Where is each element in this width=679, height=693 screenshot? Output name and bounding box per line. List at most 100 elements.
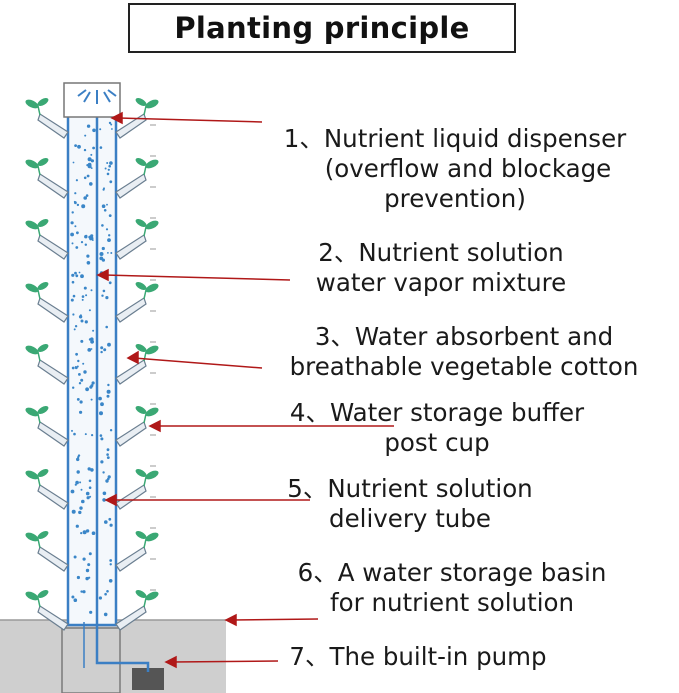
bubble [81, 295, 85, 298]
label-line: 4、Water storage buffer [289, 398, 585, 427]
bubble [87, 467, 91, 471]
arrow-6 [231, 618, 319, 621]
bubble [77, 454, 81, 457]
tower-tube [66, 113, 118, 627]
label-line: (overflow and blockage [324, 154, 612, 183]
bubble [71, 211, 74, 214]
arrow-1 [117, 117, 263, 123]
bubble [108, 214, 112, 218]
bubble [90, 398, 93, 401]
label-line: water vapor mixture [315, 268, 567, 297]
bubble [108, 121, 112, 125]
bubble [103, 348, 107, 352]
bubble [74, 325, 78, 328]
bubble [88, 338, 92, 341]
bubble [106, 590, 109, 593]
bubble [79, 506, 83, 510]
bubble [87, 162, 92, 167]
label-water-storage-cup: 4、Water storage buffer post cup [242, 398, 632, 458]
bubble [110, 123, 113, 126]
planting-cup [115, 219, 159, 260]
cup-body [115, 359, 147, 385]
bubble [84, 243, 88, 246]
bubble [100, 346, 104, 350]
planting-cup [115, 98, 159, 139]
bubble [70, 232, 74, 237]
bubble [87, 348, 92, 352]
pump-housing [61, 627, 121, 693]
planting-cup [25, 158, 69, 199]
leaf [37, 406, 49, 414]
bubble [104, 167, 107, 170]
label-line: 2、Nutrient solution [318, 238, 564, 267]
bubble [74, 144, 77, 148]
seedling-stem [37, 597, 41, 608]
bubble [83, 286, 87, 290]
cup-body [37, 605, 69, 631]
bubble [74, 366, 77, 368]
cup-body [115, 113, 147, 139]
bubble [85, 491, 90, 496]
bubble [71, 366, 75, 370]
arrowhead-2 [96, 268, 109, 282]
bubble [99, 146, 103, 149]
bubble [106, 389, 111, 394]
bubble [89, 385, 93, 389]
bubble [80, 590, 83, 593]
label-delivery-tube: 5、Nutrient solution delivery tube [230, 474, 590, 534]
cup-body [115, 484, 147, 510]
bubble [76, 398, 80, 401]
bubble [72, 313, 75, 316]
arrowhead-6 [224, 613, 237, 627]
leaf [135, 219, 147, 227]
cup-body [115, 297, 147, 323]
bubble [107, 238, 111, 243]
bubble [89, 182, 93, 186]
leaf [25, 532, 39, 542]
leaf [145, 220, 159, 230]
bubble [100, 460, 104, 464]
bubble [81, 499, 85, 504]
bubble [89, 610, 93, 614]
bubble [79, 400, 83, 404]
bubble [105, 296, 109, 300]
leaf [145, 283, 159, 293]
bubble [73, 432, 76, 436]
bubble [84, 235, 88, 239]
label-vegetable-cotton: 3、Water absorbent and breathable vegetab… [250, 322, 678, 382]
label-line: post cup [384, 428, 490, 457]
cup-body [115, 173, 147, 199]
bubble [91, 239, 94, 242]
seedling-stem [37, 226, 41, 237]
leaf [145, 99, 159, 109]
leaf [25, 283, 39, 293]
bubble [73, 328, 76, 331]
bubble [75, 480, 79, 485]
leaf [37, 344, 49, 352]
leaf [25, 591, 39, 601]
bubble [80, 241, 84, 244]
bubble [106, 453, 109, 456]
leaf [37, 282, 49, 290]
planting-cup [25, 531, 69, 572]
bubble [86, 124, 91, 128]
leaf [25, 407, 39, 417]
bubble [80, 314, 82, 316]
bubble [99, 256, 104, 261]
label-line: 6、A water storage basin [297, 558, 607, 587]
bubble [109, 523, 113, 527]
seedling-stem [143, 538, 147, 549]
bubble [103, 187, 105, 190]
bubble [82, 530, 87, 535]
planting-cup [25, 219, 69, 260]
bubble [80, 274, 84, 279]
bubble [110, 252, 113, 254]
leaf [37, 531, 49, 539]
planting-cup [25, 98, 69, 139]
leaf [25, 345, 39, 355]
bubble [83, 370, 87, 374]
seedling-stem [143, 226, 147, 237]
bubble [89, 495, 92, 498]
bubble [81, 204, 86, 209]
leaf [37, 219, 49, 227]
